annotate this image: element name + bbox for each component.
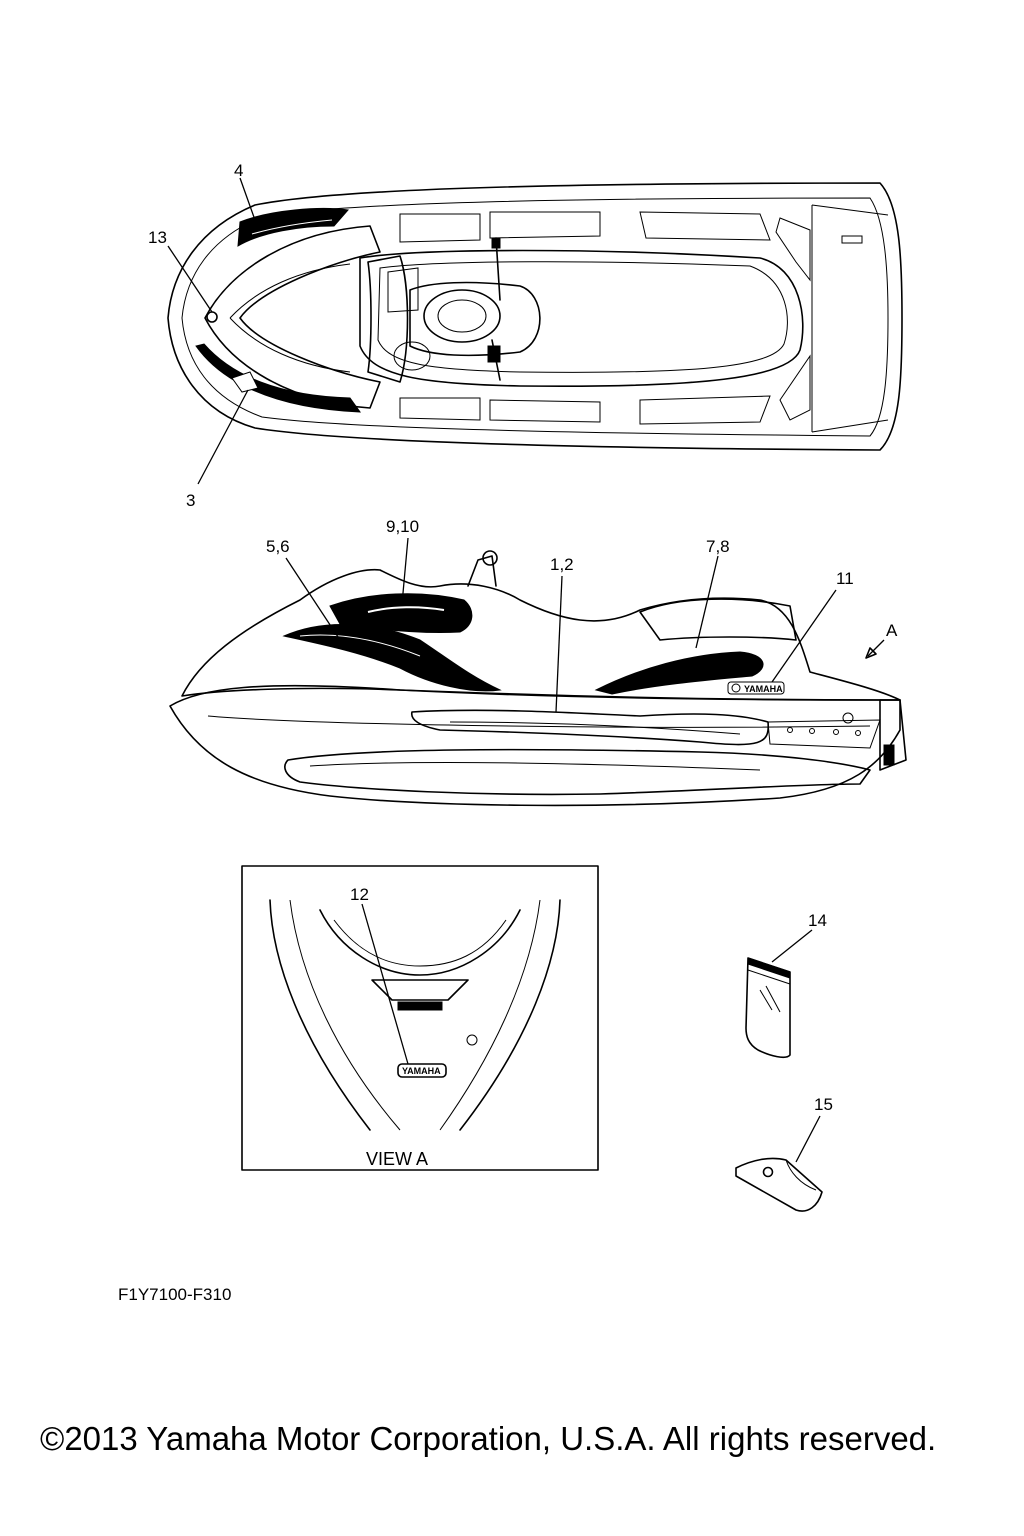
callout-4: 4 [234,161,243,180]
callout-14: 14 [808,911,827,930]
callout-11: 11 [836,569,854,588]
callout-13: 13 [148,228,167,247]
callout-7-8: 7,8 [706,537,730,556]
callout-15: 15 [814,1095,833,1114]
part-14-pouch [745,957,791,1058]
part-15-tool-pouch [735,1157,823,1212]
callout-a: A [886,621,898,640]
callout-12: 12 [350,885,369,904]
view-a-inset: YAMAHA VIEW A [241,865,599,1171]
side-emblem-text: YAMAHA [744,684,783,694]
view-a-label: VIEW A [366,1149,428,1169]
callout-9-10: 9,10 [386,517,419,536]
copyright-notice: ©2013 Yamaha Motor Corporation, U.S.A. A… [40,1420,936,1457]
leader-lines [167,177,885,1163]
callout-1-2: 1,2 [550,555,574,574]
top-view-watercraft [167,182,903,451]
inset-emblem-text: YAMAHA [402,1066,441,1076]
side-view-watercraft: YAMAHA [169,550,907,807]
figure-code: F1Y7100-F310 [118,1285,231,1304]
callout-5-6: 5,6 [266,537,290,556]
callout-3: 3 [186,491,195,510]
